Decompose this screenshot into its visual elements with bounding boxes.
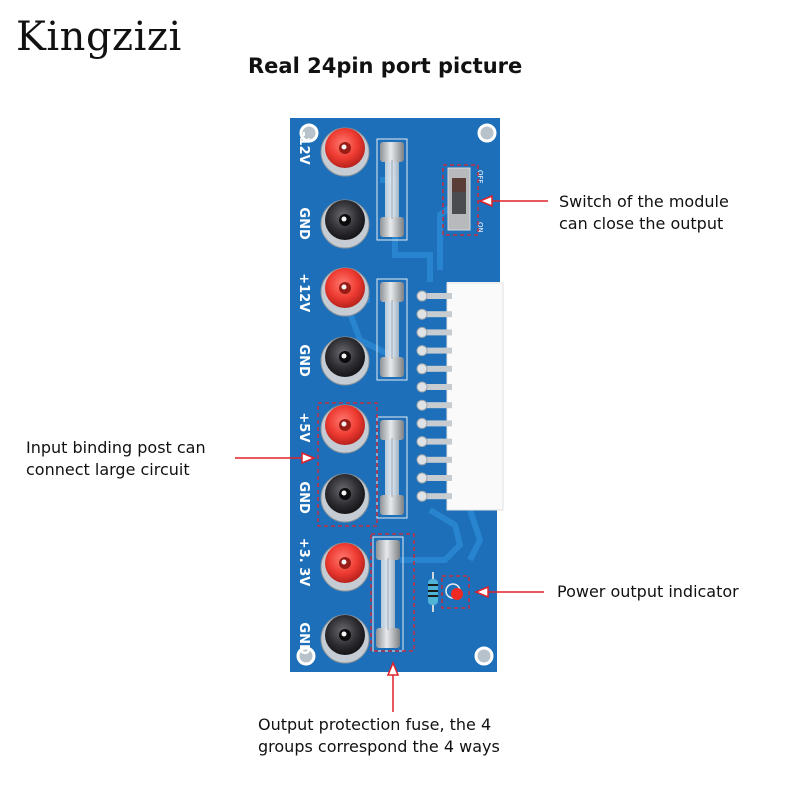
- glass-fuse: [376, 416, 408, 519]
- rail-label: +5V: [296, 412, 311, 442]
- callout-switch-line-2: can close the output: [559, 214, 724, 233]
- callout-binding-line-2: connect large circuit: [26, 460, 190, 479]
- black-binding-post: [320, 614, 370, 664]
- callout-fuse-line-2: groups correspond the 4 ways: [258, 737, 500, 756]
- callout-fuse: Output protection fuse, the 4 groups cor…: [258, 714, 500, 758]
- binding-post-highlight-box: [317, 402, 378, 527]
- rail-label: GND: [296, 481, 311, 514]
- black-binding-post: [320, 199, 370, 249]
- power-switch: OFF ON: [447, 167, 484, 233]
- mounting-holes: [296, 123, 497, 666]
- connector-pin: [416, 472, 452, 484]
- binding-posts: [320, 127, 370, 664]
- switch-arrow-head: [478, 194, 493, 208]
- rail-label: +3. 3V: [296, 538, 311, 587]
- switch-on-label: ON: [476, 222, 484, 233]
- atx-24pin-connector: [446, 282, 504, 511]
- connector-pins: [416, 290, 452, 502]
- red-binding-post: [320, 127, 370, 177]
- brand-logo: Kingzizi: [16, 14, 182, 60]
- black-binding-post: [320, 336, 370, 386]
- connector-pin: [416, 381, 452, 393]
- black-binding-post: [320, 473, 370, 523]
- connector-pin: [416, 417, 452, 429]
- fuse-arrow-head: [386, 661, 400, 676]
- connector-pin: [416, 363, 452, 375]
- callout-indicator-line-1: Power output indicator: [557, 582, 739, 601]
- callout-switch: Switch of the module can close the outpu…: [559, 191, 729, 235]
- connector-pin: [416, 308, 452, 320]
- connector-pin: [416, 345, 452, 357]
- indicator-arrow-head: [474, 585, 489, 599]
- led-highlight-box: [441, 575, 470, 609]
- connector-pin: [416, 326, 452, 338]
- fuse-highlight-box: [370, 533, 415, 652]
- connector-pin: [416, 454, 452, 466]
- switch-off-label: OFF: [476, 170, 484, 184]
- rail-label: -12V: [296, 131, 311, 165]
- fuses: [372, 138, 408, 652]
- red-binding-post: [320, 542, 370, 592]
- glass-fuse: [372, 536, 404, 652]
- connector-pin: [416, 399, 452, 411]
- glass-fuse: [376, 278, 408, 381]
- red-binding-post: [320, 267, 370, 317]
- rail-label: GND: [296, 207, 311, 240]
- connector-pin: [416, 290, 452, 302]
- callout-indicator: Power output indicator: [557, 581, 739, 603]
- rail-labels: -12V GND +12V GND +5V GND +3. 3V GND: [296, 131, 311, 655]
- red-binding-post: [320, 404, 370, 454]
- callout-binding-line-1: Input binding post can: [26, 438, 206, 457]
- callout-binding-post: Input binding post can connect large cir…: [26, 437, 206, 481]
- glass-fuse: [376, 138, 408, 241]
- pcb-board: [290, 118, 500, 672]
- resistor: [428, 572, 438, 612]
- callout-switch-line-1: Switch of the module: [559, 192, 729, 211]
- switch-highlight-box: [442, 164, 479, 236]
- rail-label: GND: [296, 344, 311, 377]
- connector-pin: [416, 490, 452, 502]
- callout-fuse-line-1: Output protection fuse, the 4: [258, 715, 492, 734]
- page-title: Real 24pin port picture: [248, 54, 523, 78]
- rail-label: GND: [296, 622, 311, 655]
- binding-arrow-head: [301, 451, 316, 465]
- power-led: [445, 583, 463, 600]
- rail-label: +12V: [296, 273, 311, 312]
- connector-pin: [416, 436, 452, 448]
